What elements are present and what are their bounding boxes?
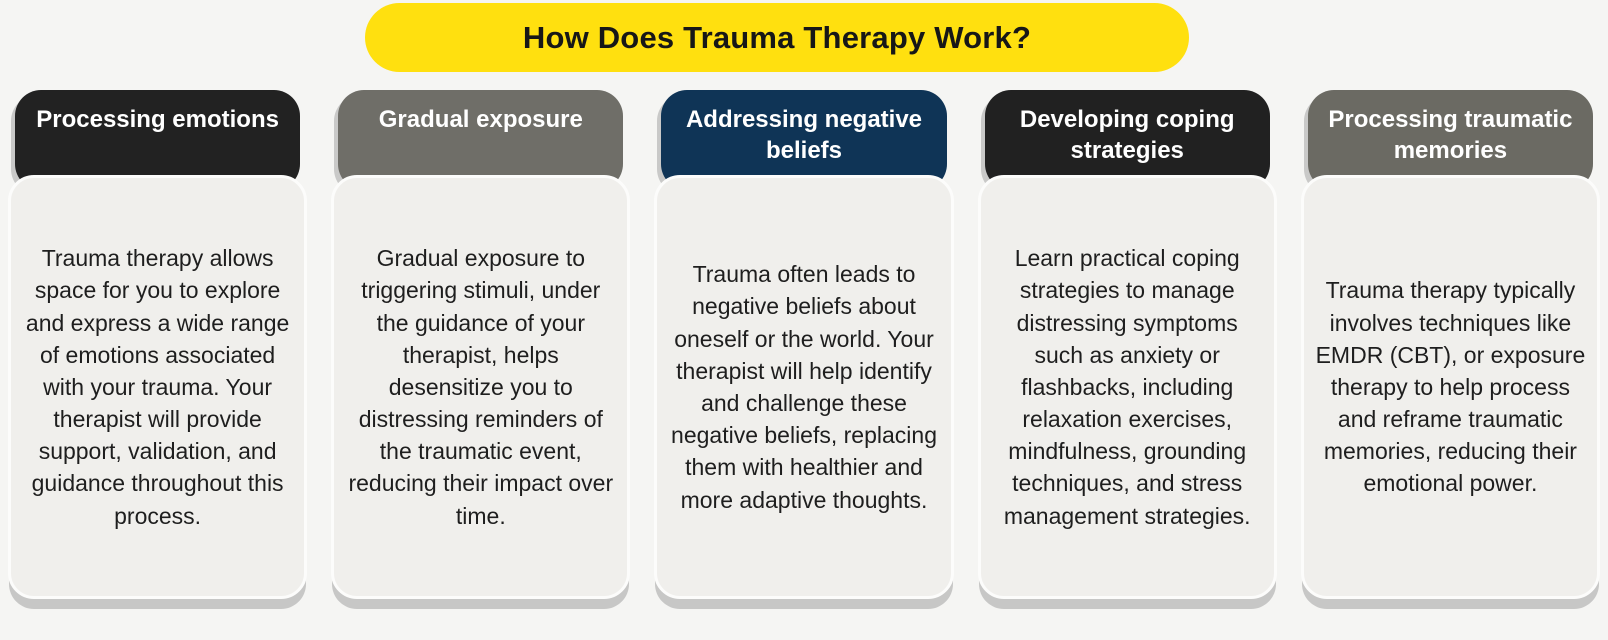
card-addressing-negative-beliefs: Addressing negative beliefs Trauma often…	[654, 90, 954, 615]
card-body: Trauma often leads to negative beliefs a…	[654, 175, 954, 599]
card-body: Learn practical coping strategies to man…	[977, 175, 1277, 599]
card-body-text: Trauma often leads to negative beliefs a…	[671, 261, 937, 513]
card-header-label: Developing coping strategies	[1019, 106, 1235, 165]
card-body-text: Gradual exposure to triggering stimuli, …	[348, 245, 614, 529]
card-body-text: Learn practical coping strategies to man…	[1003, 245, 1251, 529]
card-processing-traumatic-memories: Processing traumatic memories Trauma the…	[1300, 90, 1601, 615]
card-header-label: Gradual exposure	[378, 106, 583, 133]
card-header-label: Addressing negative beliefs	[685, 106, 923, 165]
card-body: Gradual exposure to triggering stimuli, …	[331, 175, 631, 599]
card-gradual-exposure: Gradual exposure Gradual exposure to tri…	[331, 90, 631, 615]
card-header-tab: Addressing negative beliefs	[661, 90, 947, 190]
card-body-text: Trauma therapy typically involves techni…	[1315, 277, 1586, 497]
cards-row: Processing emotions Trauma therapy allow…	[8, 90, 1601, 615]
card-processing-emotions: Processing emotions Trauma therapy allow…	[8, 90, 308, 615]
card-header-tab: Processing traumatic memories	[1307, 90, 1594, 190]
card-header-tab: Processing emotions	[15, 90, 301, 190]
title-banner: How Does Trauma Therapy Work?	[365, 3, 1189, 72]
card-body-text: Trauma therapy allows space for you to e…	[25, 245, 290, 529]
page-title: How Does Trauma Therapy Work?	[522, 19, 1032, 55]
card-header-tab: Gradual exposure	[338, 90, 624, 190]
card-header-label: Processing traumatic memories	[1328, 106, 1573, 165]
card-header-label: Processing emotions	[36, 106, 279, 133]
card-developing-coping-strategies: Developing coping strategies Learn pract…	[977, 90, 1277, 615]
card-body: Trauma therapy allows space for you to e…	[8, 175, 308, 599]
card-header-tab: Developing coping strategies	[984, 90, 1270, 190]
card-body: Trauma therapy typically involves techni…	[1300, 175, 1601, 599]
